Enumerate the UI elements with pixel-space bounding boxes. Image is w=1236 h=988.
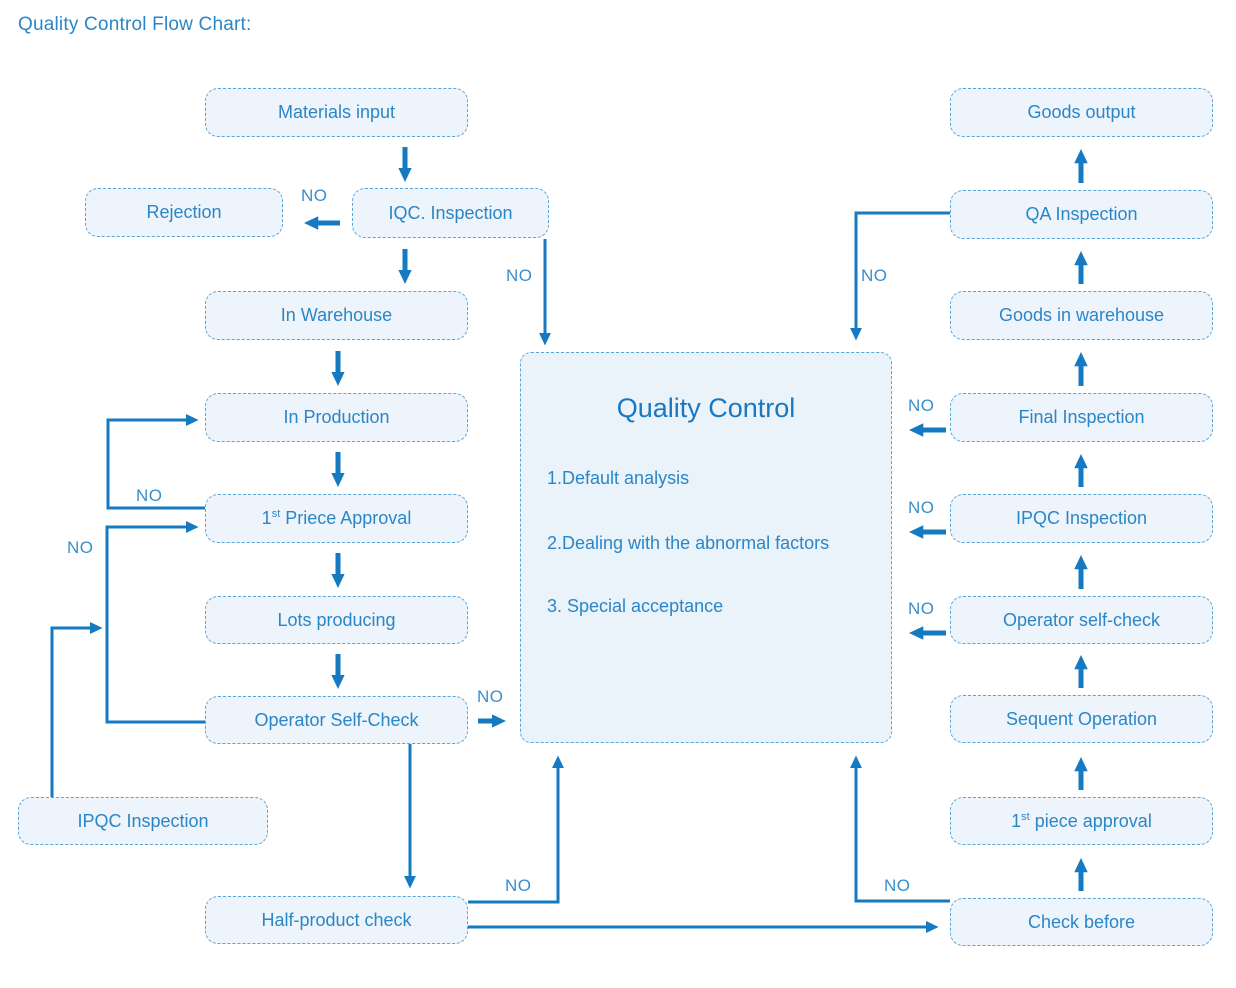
node-label: 1st Priece Approval: [261, 508, 412, 528]
node-operator-self-check-left: Operator Self-Check: [205, 696, 468, 744]
no-label-rejection: NO: [301, 186, 328, 205]
node-final-inspection: Final Inspection: [950, 393, 1213, 442]
node-goods-output: Goods output: [950, 88, 1213, 137]
no-label-operator-right-to-qc: NO: [908, 599, 935, 618]
node-label: Lots producing: [277, 609, 396, 630]
node-ipqc-inspection-left: IPQC Inspection: [18, 797, 268, 845]
node-sequent-operation: Sequent Operation: [950, 695, 1213, 743]
quality-control-item-2: 2.Dealing with the abnormal factors: [547, 533, 830, 553]
node-label: Goods output: [1027, 102, 1136, 122]
node-check-before: Check before: [950, 898, 1213, 946]
no-label-iqc-to-qc: NO: [506, 266, 533, 285]
node-label: In Warehouse: [280, 305, 393, 325]
no-label-ipqc-to-qc: NO: [908, 498, 935, 517]
no-label-half-product-to-qc: NO: [505, 876, 532, 895]
node-label: Sequent Operation: [1005, 708, 1158, 729]
page-title: Quality Control Flow Chart:: [18, 14, 252, 35]
node-ipqc-inspection-right: IPQC Inspection: [950, 494, 1213, 543]
quality-control-item-1: 1.Default analysis: [547, 468, 690, 488]
node-first-piece-approval-right: 1st piece approval: [950, 797, 1213, 845]
no-label-operator-to-qc: NO: [477, 687, 504, 706]
node-label: Goods in warehouse: [998, 305, 1165, 325]
node-label: Rejection: [146, 202, 222, 222]
node-label: IPQC Inspection: [1015, 508, 1148, 528]
no-label-qa-to-qc: NO: [861, 266, 888, 285]
no-label-first-piece-to-production: NO: [136, 486, 163, 505]
node-rejection: Rejection: [85, 188, 283, 237]
node-iqc-inspection: IQC. Inspection: [352, 188, 549, 238]
node-label: Check before: [1027, 911, 1136, 932]
no-label-final-inspection-to-qc: NO: [908, 396, 935, 415]
node-in-warehouse: In Warehouse: [205, 291, 468, 340]
node-operator-self-check-right: Operator self-check: [950, 596, 1213, 644]
node-label: IQC. Inspection: [388, 202, 513, 223]
node-label: Half-product check: [261, 909, 412, 930]
node-label: Materials input: [277, 102, 396, 122]
node-label: IPQC Inspection: [77, 810, 209, 831]
node-half-product-check: Half-product check: [205, 896, 468, 944]
node-materials-input: Materials input: [205, 88, 468, 137]
quality-control-item-3: 3. Special acceptance: [547, 596, 724, 616]
no-label-check-before-to-qc: NO: [884, 876, 911, 895]
node-label: Operator Self-Check: [254, 709, 419, 730]
node-lots-producing: Lots producing: [205, 596, 468, 644]
node-label: 1st piece approval: [1011, 810, 1152, 831]
node-first-piece-approval-left: 1st Priece Approval: [205, 494, 468, 543]
node-qa-inspection: QA Inspection: [950, 190, 1213, 239]
node-goods-in-warehouse: Goods in warehouse: [950, 291, 1213, 340]
node-in-production: In Production: [205, 393, 468, 442]
quality-control-title: Quality Control: [616, 393, 796, 423]
no-label-operator-to-first-piece: NO: [67, 538, 94, 557]
node-label: QA Inspection: [1025, 204, 1138, 224]
quality-control-panel: Quality Control 1.Default analysis 2.Dea…: [520, 352, 892, 743]
node-label: Operator self-check: [1002, 609, 1161, 630]
node-label: In Production: [283, 407, 390, 427]
node-label: Final Inspection: [1018, 407, 1145, 427]
